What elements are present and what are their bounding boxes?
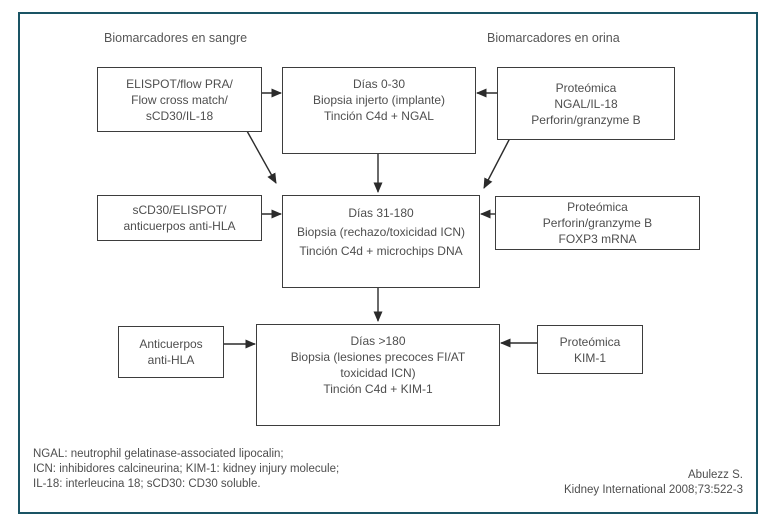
- box-line: Anticuerpos: [139, 337, 203, 351]
- box-urine-proteomics-mid: Proteómica Perforin/granzyme B FOXP3 mRN…: [495, 196, 700, 250]
- box-line: Días 0-30: [352, 77, 406, 91]
- box-urine-proteomics-early: Proteómica NGAL/IL-18 Perforin/granzyme …: [497, 67, 675, 140]
- box-line: Días 31-180: [348, 206, 414, 220]
- footnote-abbreviations: NGAL: neutrophil gelatinase-associated l…: [33, 447, 339, 492]
- citation-source: Kidney International 2008;73:522-3: [563, 484, 743, 496]
- box-line: Tinción C4d + microchips DNA: [299, 244, 463, 258]
- box-line: Biopsia (lesiones precoces FI/AT: [290, 350, 466, 364]
- header-biomarkers-blood: Biomarcadores en sangre: [104, 31, 248, 45]
- box-line: sCD30/IL-18: [145, 108, 214, 123]
- footnote-line: IL-18: interleucina 18; sCD30: CD30 solu…: [33, 478, 261, 490]
- box-line: Tinción C4d + NGAL: [324, 109, 434, 123]
- box-line: Días >180: [350, 334, 406, 348]
- box-biopsy-days-31-180: Días 31-180 Biopsia (rechazo/toxicidad I…: [282, 195, 480, 288]
- box-blood-anti-hla: Anticuerpos anti-HLA: [118, 326, 224, 378]
- box-line: FOXP3 mRNA: [558, 232, 637, 246]
- box-line: Perforin/granzyme B: [531, 112, 641, 127]
- box-line: ELISPOT/flow PRA/: [126, 76, 233, 91]
- box-line: KIM-1: [573, 350, 606, 365]
- citation-author: Abulezz S.: [688, 469, 743, 481]
- box-line: anticuerpos anti-HLA: [123, 219, 236, 233]
- box-line: sCD30/ELISPOT/: [132, 203, 227, 217]
- header-biomarkers-urine: Biomarcadores en orina: [487, 31, 620, 45]
- box-blood-scd30-elispot: sCD30/ELISPOT/ anticuerpos anti-HLA: [97, 195, 262, 241]
- citation: Abulezz S. Kidney International 2008;73:…: [564, 468, 743, 498]
- box-line: Perforin/granzyme B: [542, 216, 653, 230]
- box-biopsy-days-over-180: Días >180 Biopsia (lesiones precoces FI/…: [256, 324, 500, 426]
- box-urine-proteomics-kim1: Proteómica KIM-1: [537, 325, 643, 374]
- box-line: Tinción C4d + KIM-1: [323, 382, 433, 396]
- box-blood-pretransplant: ELISPOT/flow PRA/ Flow cross match/ sCD3…: [97, 67, 262, 132]
- box-line: anti-HLA: [147, 353, 195, 367]
- box-line: toxicidad ICN): [340, 366, 416, 380]
- box-line: NGAL/IL-18: [554, 96, 618, 111]
- box-line: Biopsia injerto (implante): [312, 93, 446, 107]
- box-line: Flow cross match/: [131, 92, 228, 107]
- box-line: Proteómica: [559, 334, 621, 349]
- box-biopsy-days-0-30: Días 0-30 Biopsia injerto (implante) Tin…: [282, 67, 476, 154]
- box-line: Biopsia (rechazo/toxicidad ICN): [296, 225, 466, 239]
- footnote-line: NGAL: neutrophil gelatinase-associated l…: [33, 448, 284, 460]
- footnote-line: ICN: inhibidores calcineurina; KIM-1: ki…: [33, 463, 340, 475]
- box-line: Proteómica: [567, 200, 628, 214]
- box-line: Proteómica: [555, 80, 617, 95]
